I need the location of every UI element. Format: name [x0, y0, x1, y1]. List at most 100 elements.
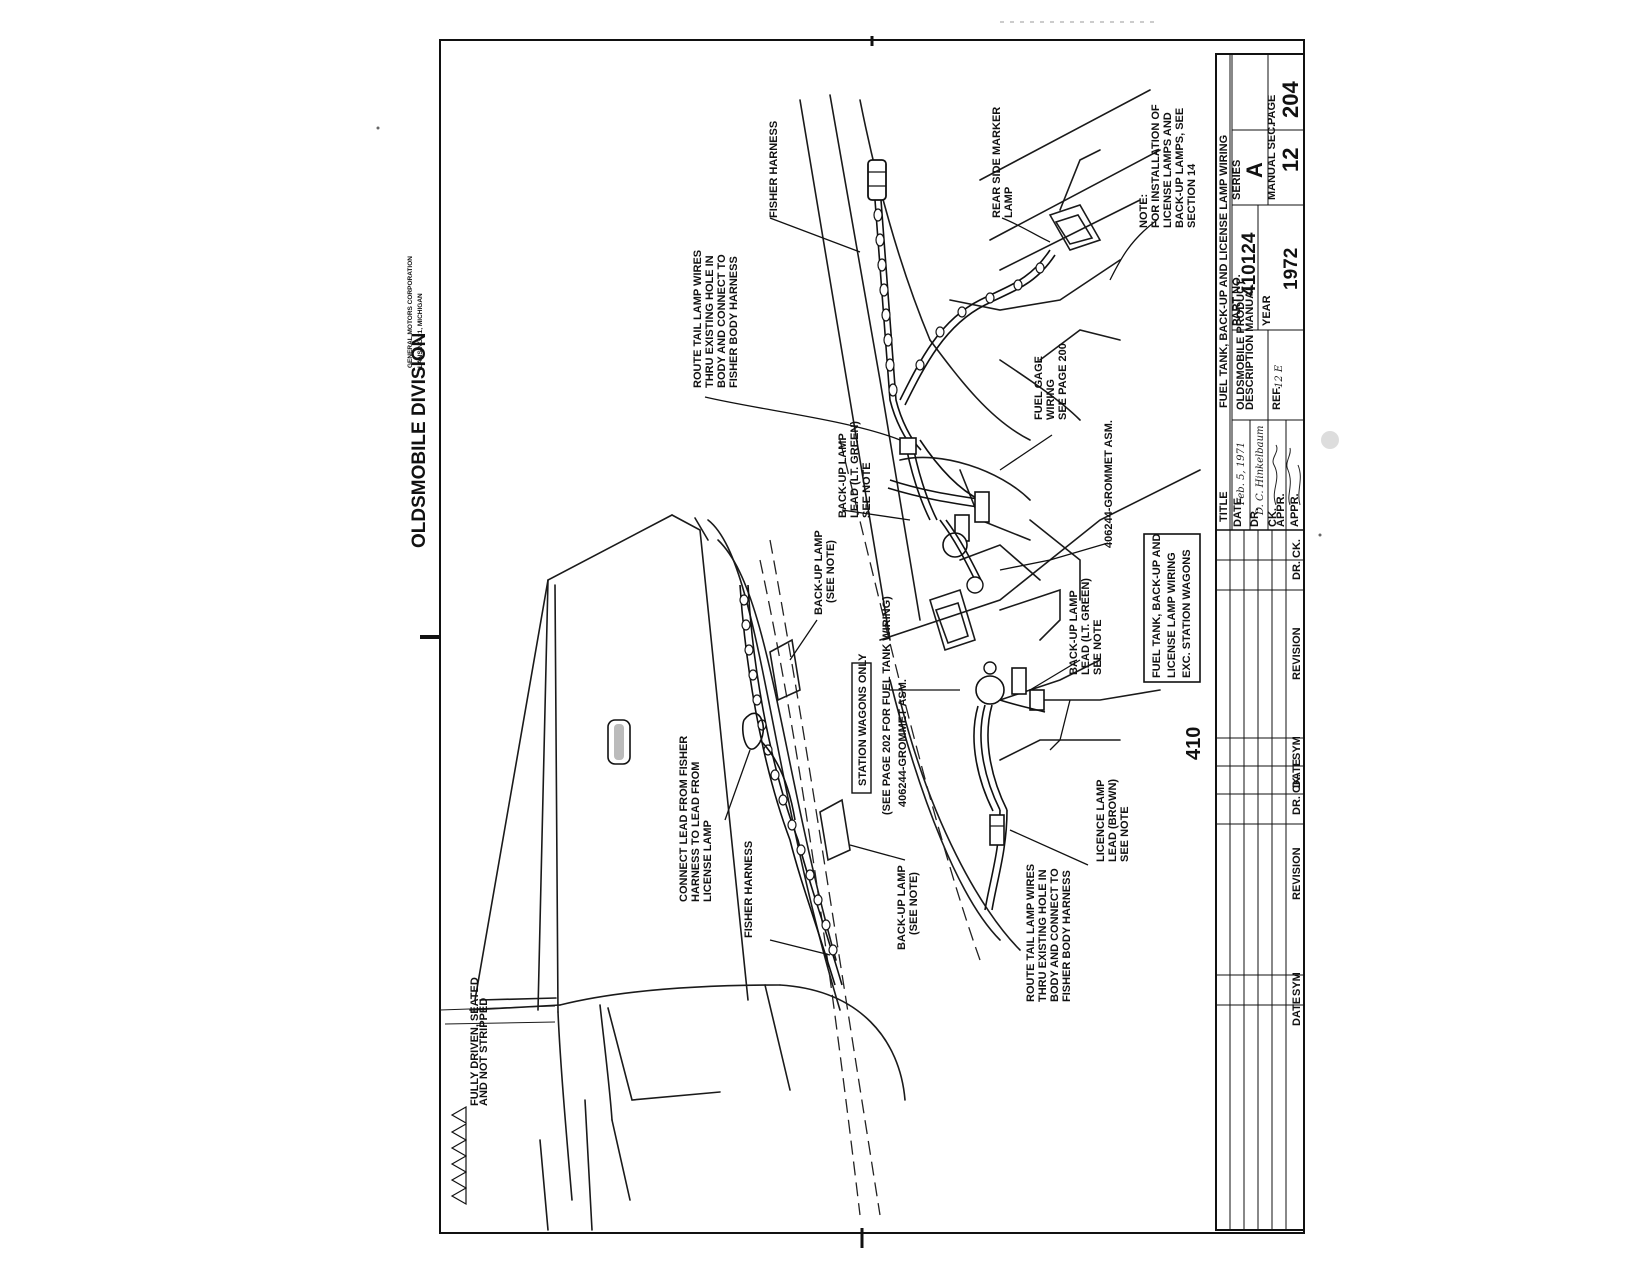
svg-text:SEE NOTE: SEE NOTE — [1119, 806, 1131, 862]
svg-text:REF.: REF. — [1271, 386, 1283, 410]
svg-text:OLDSMOBILE PRODUCT: OLDSMOBILE PRODUCT — [1235, 279, 1247, 410]
svg-text:FULLY DRIVEN, SEATED: FULLY DRIVEN, SEATED — [469, 977, 481, 1106]
marker-branch-beads — [915, 262, 1045, 371]
callout-fisher-harness-lower: FISHER HARNESS — [743, 841, 755, 938]
svg-text:(SEE PAGE 202 FOR FUEL TANK WI: (SEE PAGE 202 FOR FUEL TANK WIRING) — [881, 596, 893, 815]
svg-text:REVISION: REVISION — [1291, 627, 1303, 680]
svg-text:BODY AND CONNECT TO: BODY AND CONNECT TO — [716, 254, 728, 388]
svg-text:Feb. 5, 1971: Feb. 5, 1971 — [1236, 442, 1247, 506]
svg-text:LICENCE LAMP: LICENCE LAMP — [1095, 780, 1107, 863]
svg-text:DESCRIPTION MANUAL: DESCRIPTION MANUAL — [1244, 284, 1256, 410]
callout-install-note: NOTE: FOR INSTALLATION OF LICENSE LAMPS … — [1138, 104, 1198, 228]
svg-text:BACK-UP LAMP: BACK-UP LAMP — [813, 530, 825, 615]
svg-text:BACK-UP LAMPS, SEE: BACK-UP LAMPS, SEE — [1174, 108, 1186, 228]
approval-signatures — [1272, 444, 1301, 506]
callout-fuel-gage-wiring: FUEL GAGE WIRING SEE PAGE 200 — [1033, 343, 1069, 420]
svg-text:LICENSE LAMP WIRING: LICENSE LAMP WIRING — [1166, 552, 1178, 678]
svg-text:FISHER HARNESS: FISHER HARNESS — [743, 841, 755, 938]
svg-text:CONNECT LEAD FROM FISHER: CONNECT LEAD FROM FISHER — [678, 736, 690, 902]
svg-text:LICENSE LAMP: LICENSE LAMP — [702, 820, 714, 902]
svg-text:BACK-UP LAMP: BACK-UP LAMP — [896, 865, 908, 950]
svg-text:406244-GROMMET ASM.: 406244-GROMMET ASM. — [1103, 420, 1115, 548]
corporation-line: GENERAL MOTORS CORPORATION — [407, 256, 414, 368]
fastener-symbols — [450, 1105, 467, 1206]
tailgate-harness-beads — [739, 594, 838, 956]
callout-backup-lead-upper: BACK-UP LAMP LEAD (LT. GREEN) SEE NOTE — [837, 421, 873, 518]
svg-text:(SEE NOTE): (SEE NOTE) — [825, 540, 837, 603]
svg-text:NOTE:: NOTE: — [1138, 194, 1150, 228]
callout-licence-lamp-lead: LICENCE LAMP LEAD (BROWN) SEE NOTE — [1095, 779, 1131, 862]
city-line: LANSING 21, MICHIGAN — [417, 293, 424, 368]
svg-text:REVISION: REVISION — [1291, 847, 1303, 900]
svg-text:LICENSE LAMPS AND: LICENSE LAMPS AND — [1162, 112, 1174, 228]
callout-backup-lamp-lower: BACK-UP LAMP (SEE NOTE) — [896, 865, 920, 950]
svg-text:THRU EXISTING HOLE IN: THRU EXISTING HOLE IN — [704, 255, 716, 388]
svg-text:ROUTE TAIL LAMP WIRES: ROUTE TAIL LAMP WIRES — [692, 250, 704, 388]
leader-lines — [704, 217, 1158, 956]
svg-text:DR.: DR. — [1249, 508, 1261, 527]
title-block-text: TITLE FUEL TANK, BACK-UP AND LICENSE LAM… — [1218, 81, 1303, 1026]
svg-text:FISHER BODY HARNESS: FISHER BODY HARNESS — [728, 256, 740, 388]
svg-text:DATE: DATE — [1291, 759, 1303, 788]
svg-text:APPR.: APPR. — [1289, 493, 1301, 527]
series: A — [1242, 162, 1267, 178]
svg-text:12 E: 12 E — [1274, 364, 1285, 388]
scan-artifacts — [376, 21, 1339, 537]
svg-text:DR. CK.: DR. CK. — [1291, 539, 1303, 580]
year: 1972 — [1281, 248, 1302, 290]
svg-text:WIRING: WIRING — [1045, 379, 1057, 420]
svg-text:SERIES: SERIES — [1231, 160, 1243, 200]
svg-text:APPR.: APPR. — [1275, 493, 1287, 527]
wiring-harness — [739, 159, 1056, 986]
fully-driven-note: FULLY DRIVEN, SEATED AND NOT STRIPPED — [469, 977, 490, 1106]
svg-text:CK.: CK. — [1267, 508, 1279, 527]
svg-text:DR. CK.: DR. CK. — [1291, 774, 1303, 815]
svg-text:THRU EXISTING HOLE IN: THRU EXISTING HOLE IN — [1037, 869, 1049, 1002]
svg-text:STATION WAGONS ONLY: STATION WAGONS ONLY — [857, 653, 869, 786]
svg-text:SYM: SYM — [1291, 972, 1303, 996]
callout-grommet-lower: 406244-GROMMET ASM. — [897, 679, 909, 807]
svg-text:BACK-UP LAMP: BACK-UP LAMP — [837, 433, 849, 518]
svg-text:AND NOT STRIPPED: AND NOT STRIPPED — [478, 998, 490, 1106]
svg-text:REAR SIDE MARKER: REAR SIDE MARKER — [991, 107, 1003, 218]
svg-text:D. C. Hinkelbaum: D. C. Hinkelbaum — [1255, 426, 1266, 517]
callout-route-tail-lamp-bottom: ROUTE TAIL LAMP WIRES THRU EXISTING HOLE… — [1025, 864, 1073, 1002]
svg-text:LEAD (BROWN): LEAD (BROWN) — [1107, 779, 1119, 862]
svg-text:HARNESS TO LEAD FROM: HARNESS TO LEAD FROM — [690, 762, 702, 902]
group-number: 410 — [1183, 727, 1205, 760]
title-block — [1215, 53, 1305, 1231]
svg-text:SYM: SYM — [1291, 736, 1303, 760]
svg-text:LAMP: LAMP — [1003, 187, 1015, 218]
svg-text:FOR INSTALLATION OF: FOR INSTALLATION OF — [1150, 104, 1162, 228]
manual-section: 12 — [1278, 148, 1303, 172]
svg-text:PART NO.: PART NO. — [1231, 274, 1243, 326]
callout-connect-lead: CONNECT LEAD FROM FISHER HARNESS TO LEAD… — [678, 736, 714, 902]
svg-text:BODY AND CONNECT TO: BODY AND CONNECT TO — [1049, 868, 1061, 1002]
svg-text:FUEL TANK, BACK-UP AND: FUEL TANK, BACK-UP AND — [1151, 534, 1163, 678]
svg-text:YEAR: YEAR — [1261, 295, 1273, 326]
division-heading: OLDSMOBILE DIVISION — [409, 333, 430, 548]
svg-text:LEAD (LT. GREEN): LEAD (LT. GREEN) — [1080, 578, 1092, 675]
callout-backup-lamp-upper: BACK-UP LAMP (SEE NOTE) — [813, 530, 837, 615]
callout-see-page-202: (SEE PAGE 202 FOR FUEL TANK WIRING) — [881, 596, 893, 815]
svg-text:ROUTE TAIL LAMP WIRES: ROUTE TAIL LAMP WIRES — [1025, 864, 1037, 1002]
callout-route-tail-lamp-top: ROUTE TAIL LAMP WIRES THRU EXISTING HOLE… — [692, 250, 740, 388]
svg-text:LEAD (LT. GREEN): LEAD (LT. GREEN) — [849, 421, 861, 518]
svg-text:PAGE: PAGE — [1266, 95, 1278, 125]
upper-harness-beads — [873, 208, 898, 397]
svg-text:406244-GROMMET ASM.: 406244-GROMMET ASM. — [897, 679, 909, 807]
svg-text:MANUAL SEC.: MANUAL SEC. — [1266, 124, 1278, 200]
svg-text:DATE: DATE — [1291, 997, 1303, 1026]
svg-text:SEE PAGE 200: SEE PAGE 200 — [1057, 343, 1069, 420]
svg-text:SEE NOTE: SEE NOTE — [1092, 619, 1104, 675]
callout-boxed-title: FUEL TANK, BACK-UP AND LICENSE LAMP WIRI… — [1143, 533, 1201, 683]
part-number: 410124 — [1239, 232, 1260, 296]
svg-text:DATE: DATE — [1232, 498, 1244, 527]
svg-text:EXC. STATION WAGONS: EXC. STATION WAGONS — [1181, 549, 1193, 678]
svg-text:BACK-UP LAMP: BACK-UP LAMP — [1068, 590, 1080, 675]
callout-rear-side-marker: REAR SIDE MARKER LAMP — [991, 107, 1015, 218]
svg-text:TITLE: TITLE — [1218, 491, 1230, 522]
svg-text:FUEL GAGE: FUEL GAGE — [1033, 356, 1045, 420]
svg-text:FISHER BODY HARNESS: FISHER BODY HARNESS — [1061, 870, 1073, 1002]
